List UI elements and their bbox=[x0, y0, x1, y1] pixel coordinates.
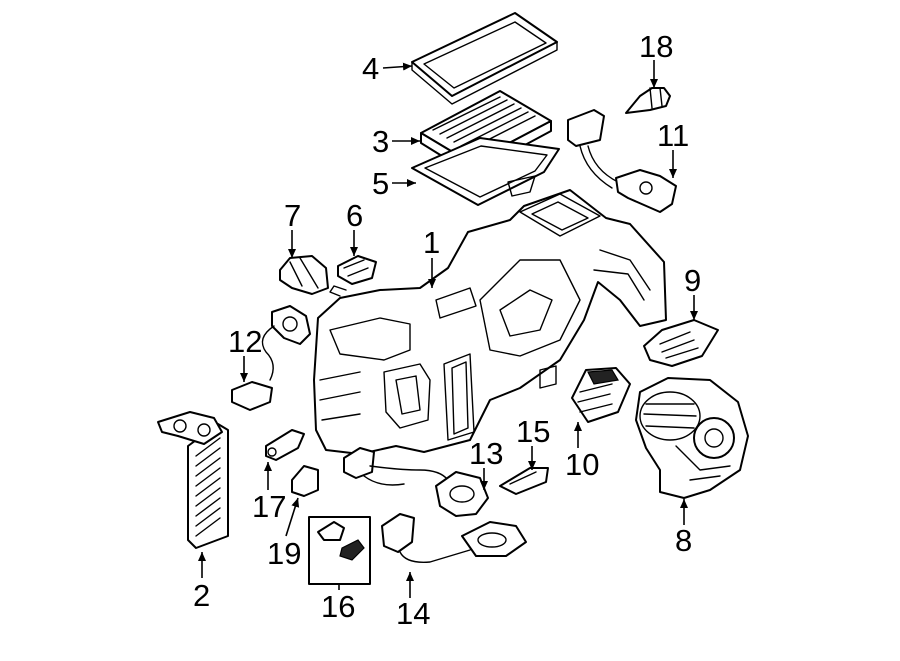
part-9-vent bbox=[643, 319, 719, 367]
part-11-actuator bbox=[567, 109, 677, 213]
part-13-actuator bbox=[343, 447, 489, 517]
callout-5: 5 bbox=[372, 166, 389, 201]
callout-13: 13 bbox=[469, 436, 503, 471]
callout-15: 15 bbox=[516, 414, 550, 449]
callout-9: 9 bbox=[684, 263, 701, 298]
callout-4: 4 bbox=[362, 51, 379, 86]
part-5-filter-housing bbox=[411, 137, 560, 206]
part-7-cover bbox=[279, 255, 329, 295]
callout-10: 10 bbox=[565, 447, 599, 482]
part-17-clip bbox=[265, 429, 305, 461]
callout-6: 6 bbox=[346, 198, 363, 233]
callout-11: 11 bbox=[657, 118, 689, 153]
part-19-connector bbox=[291, 465, 319, 497]
callout-8: 8 bbox=[675, 523, 692, 558]
part-6-relay bbox=[337, 255, 377, 285]
callout-19: 19 bbox=[267, 536, 301, 571]
callout-12: 12 bbox=[228, 324, 262, 359]
part-1-hvac-housing bbox=[313, 189, 667, 455]
callout-14: 14 bbox=[396, 596, 430, 631]
callout-18: 18 bbox=[639, 29, 673, 64]
callout-2: 2 bbox=[193, 578, 210, 613]
part-10-blower-resistor bbox=[571, 367, 631, 423]
part-18-sensor bbox=[625, 87, 671, 114]
part-14-actuator bbox=[381, 513, 527, 563]
part-8-blower-motor bbox=[635, 377, 749, 499]
part-2-heater-core bbox=[157, 411, 229, 549]
part-12-actuator bbox=[231, 305, 311, 411]
callout-16: 16 bbox=[321, 589, 355, 624]
part-4-filter-cover bbox=[411, 12, 558, 105]
callout-3: 3 bbox=[372, 124, 389, 159]
part-15-sensor bbox=[499, 467, 549, 495]
callout-17: 17 bbox=[252, 489, 286, 524]
part-16-kit bbox=[308, 516, 371, 585]
callout-1: 1 bbox=[423, 225, 440, 260]
callout-7: 7 bbox=[284, 198, 301, 233]
